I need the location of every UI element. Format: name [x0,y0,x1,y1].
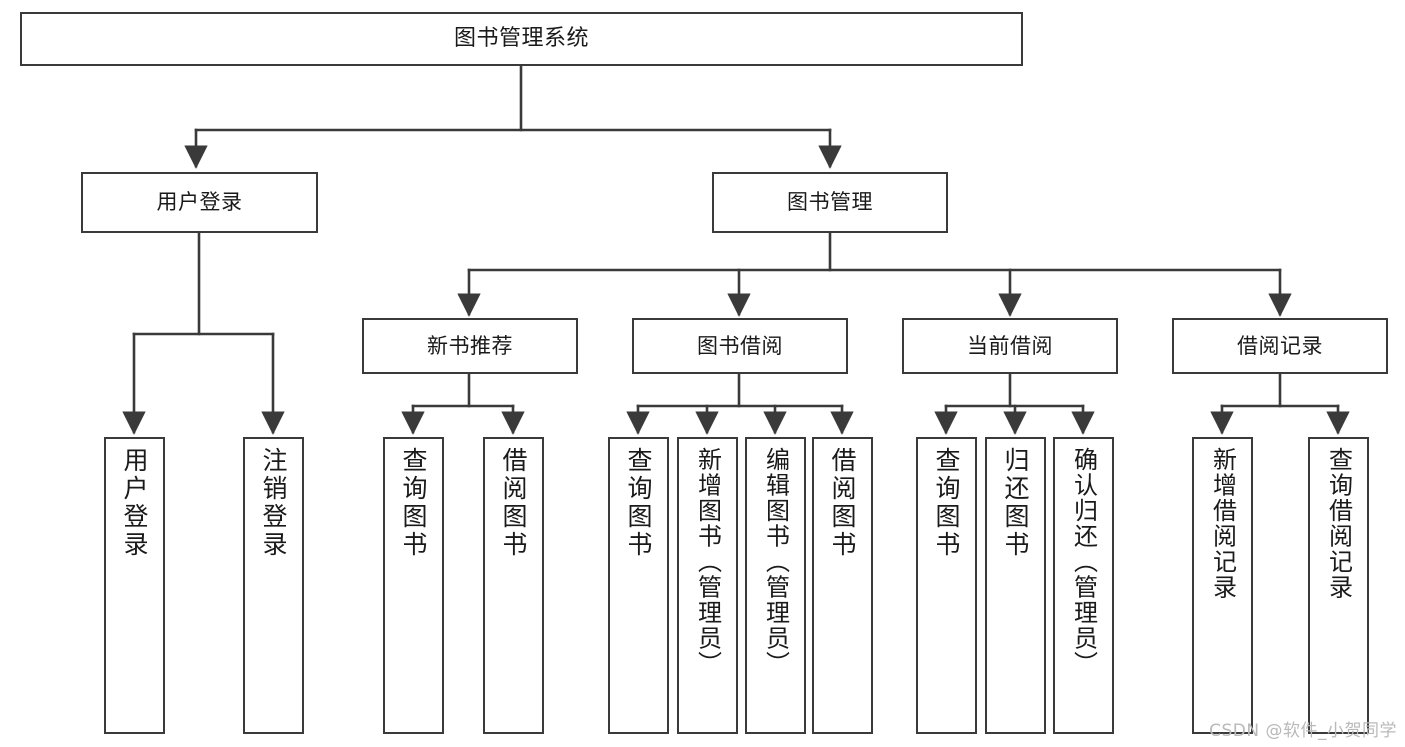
node-book-manage[interactable]: 图书管理 [712,172,948,233]
leaf-edit-book-admin[interactable]: 编辑图书（管理员） [745,437,806,734]
node-label: 当前借阅 [967,333,1053,358]
node-label: 注销登录 [259,447,288,559]
node-label: 查询图书 [399,447,428,559]
node-label: 图书借阅 [697,333,783,358]
leaf-confirm-return-admin[interactable]: 确认归还（管理员） [1053,437,1114,734]
node-book-borrow[interactable]: 图书借阅 [632,318,848,374]
node-current-borrow[interactable]: 当前借阅 [902,318,1118,374]
node-label: 图书管理 [787,190,873,215]
leaf-borrow-book-recommend[interactable]: 借阅图书 [483,437,544,734]
leaf-logout-login[interactable]: 注销登录 [243,437,304,734]
leaf-user-login[interactable]: 用户登录 [104,437,165,734]
node-label: 归还图书 [1001,447,1030,559]
csdn-watermark: CSDN @软件_小贺同学 [1209,721,1397,741]
node-label: 图书管理系统 [453,26,589,52]
node-label: 用户登录 [156,190,243,215]
leaf-borrow-book[interactable]: 借阅图书 [812,437,873,734]
node-label: 编辑图书（管理员） [761,447,790,677]
node-label: 查询借阅记录 [1324,447,1353,600]
node-borrow-record[interactable]: 借阅记录 [1172,318,1388,374]
leaf-return-book[interactable]: 归还图书 [985,437,1046,734]
leaf-query-book-current[interactable]: 查询图书 [916,437,977,734]
node-label: 新增图书（管理员） [693,447,722,677]
node-label: 新书推荐 [427,333,513,358]
leaf-add-borrow-record[interactable]: 新增借阅记录 [1192,437,1253,734]
node-label: 借阅图书 [499,447,528,559]
leaf-query-book-borrow[interactable]: 查询图书 [608,437,669,734]
node-label: 借阅图书 [828,447,857,559]
node-label: 确认归还（管理员） [1069,447,1098,677]
node-user-login[interactable]: 用户登录 [81,172,318,233]
node-label: 用户登录 [120,447,149,559]
node-label: 查询图书 [932,447,961,559]
leaf-query-book-recommend[interactable]: 查询图书 [383,437,444,734]
node-label: 查询图书 [624,447,653,559]
node-new-book-rec[interactable]: 新书推荐 [362,318,578,374]
node-label: 新增借阅记录 [1208,447,1237,600]
node-root-system[interactable]: 图书管理系统 [20,12,1023,66]
leaf-query-borrow-record[interactable]: 查询借阅记录 [1308,437,1369,734]
node-label: 借阅记录 [1237,333,1323,358]
leaf-add-book-admin[interactable]: 新增图书（管理员） [677,437,738,734]
